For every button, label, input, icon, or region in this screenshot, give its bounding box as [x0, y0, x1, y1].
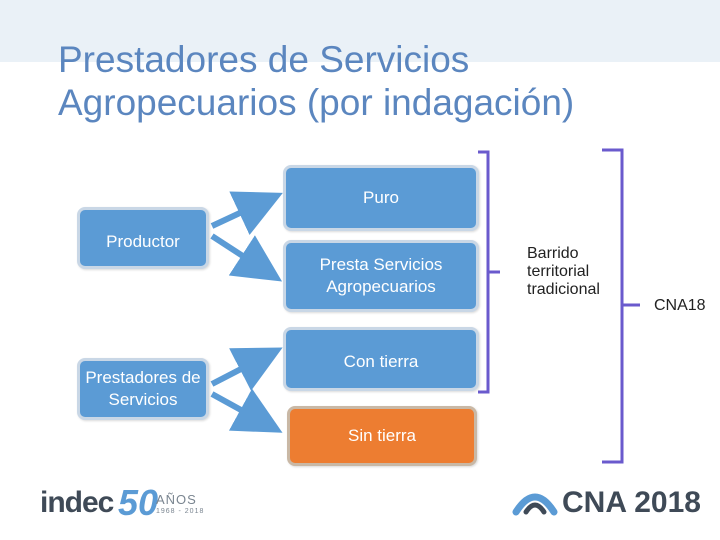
indec-years-text: 1968 - 2018: [156, 508, 205, 515]
arrow-prestadores-sin-tierra: [210, 388, 283, 433]
header-band: [0, 0, 720, 62]
label-cna18: CNA18: [654, 297, 706, 314]
cna-logo-icon: [512, 493, 558, 516]
arrow-productor-puro: [210, 191, 283, 235]
indec-logo: indec: [40, 486, 114, 519]
indec-anos-text: AÑOS: [156, 492, 197, 507]
indec-50-logo: 50: [118, 482, 159, 523]
arrow-prestadores-con-tierra: [210, 347, 283, 391]
cna-logo-text: CNA 2018: [562, 486, 701, 519]
page-title: Prestadores de Servicios Agropecuarios (…: [58, 39, 575, 123]
box-productor: Productor: [77, 207, 209, 269]
bracket-cna18: [602, 148, 624, 464]
label-barrido: Barrido territorial tradicional: [527, 245, 600, 298]
box-sin-tierra: Sin tierra: [287, 406, 477, 466]
bracket-barrido: [478, 150, 490, 394]
box-presta-servicios: Presta Servicios Agropecuarios: [283, 240, 479, 312]
box-con-tierra: Con tierra: [283, 327, 479, 391]
box-puro: Puro: [283, 165, 479, 231]
box-prestadores: Prestadores de Servicios: [77, 358, 209, 420]
arrow-productor-presta: [210, 233, 283, 282]
